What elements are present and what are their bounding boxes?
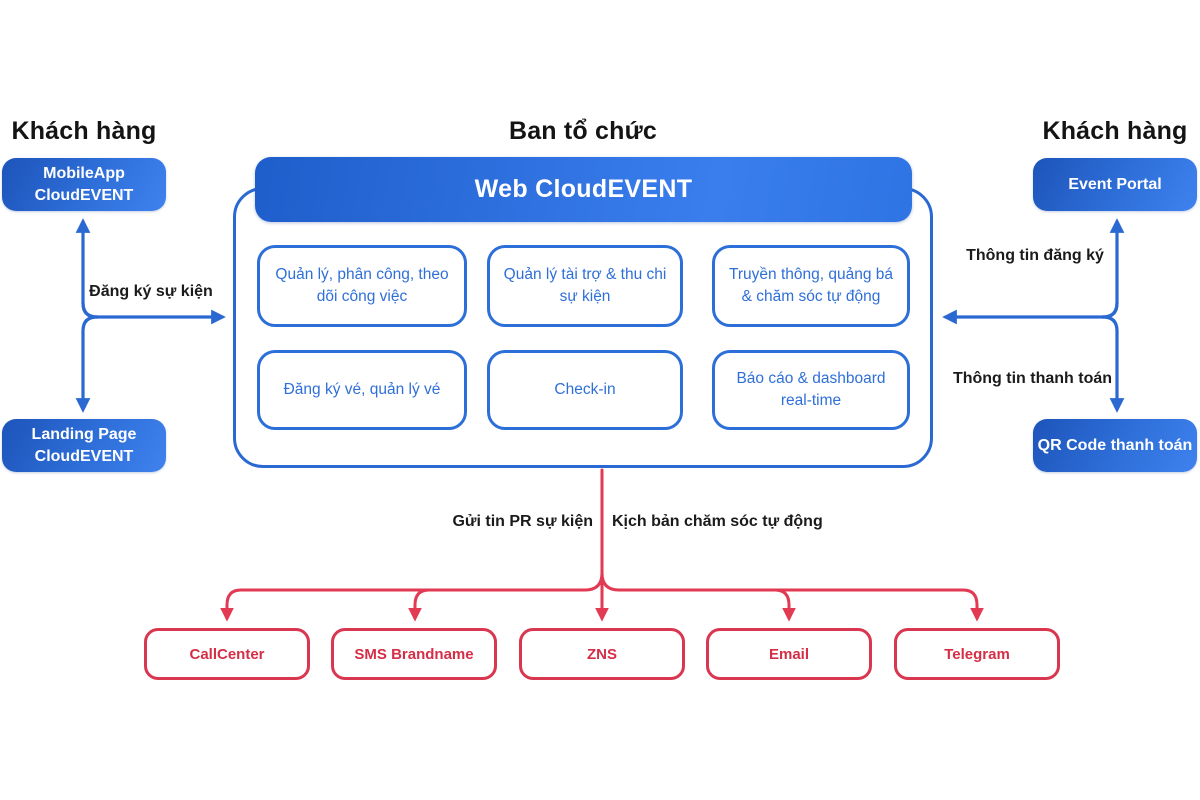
module-sponsor-finance: Quản lý tài trợ & thu chi sự kiện xyxy=(487,245,683,327)
edge-label-registration-info: Thông tin đăng ký xyxy=(966,247,1104,264)
arrow-to-qr-code xyxy=(1101,315,1125,413)
node-landing-page: Landing Page CloudEVENT xyxy=(2,419,166,472)
arrow-to-email xyxy=(773,588,796,622)
heading-customers-right: Khách hàng xyxy=(1042,117,1188,145)
node-web-cloudevent: Web CloudEVENT xyxy=(255,157,912,222)
node-mobile-app: MobileApp CloudEVENT xyxy=(2,158,166,211)
channel-callcenter: CallCenter xyxy=(144,628,310,680)
arrow-to-callcenter xyxy=(220,571,604,622)
edge-label-pr-message: Gửi tin PR sự kiện xyxy=(452,513,593,530)
arrow-to-mobile-app xyxy=(75,218,99,319)
module-communication: Truyền thông, quảng bá & chăm sóc tự độn… xyxy=(712,245,910,327)
channel-email: Email xyxy=(706,628,872,680)
arrow-to-platform-left xyxy=(81,301,226,325)
arrow-to-sms xyxy=(408,588,431,622)
heading-organizer: Ban tổ chức xyxy=(508,117,658,145)
arrow-to-telegram xyxy=(600,571,984,622)
channel-sms-brandname: SMS Brandname xyxy=(331,628,497,680)
edge-label-payment-info: Thông tin thanh toán xyxy=(952,370,1113,387)
module-task-management: Quản lý, phân công, theo dõi công việc xyxy=(257,245,467,327)
edge-label-register-event: Đăng ký sự kiện xyxy=(89,283,213,300)
channel-zns: ZNS xyxy=(519,628,685,680)
arrow-to-landing-page xyxy=(75,315,99,413)
module-checkin: Check-in xyxy=(487,350,683,430)
node-qr-code: QR Code thanh toán xyxy=(1033,419,1197,472)
arrow-to-platform-right xyxy=(942,301,1119,325)
edge-label-care-scenario: Kịch bản chăm sóc tự động xyxy=(612,513,823,530)
channel-telegram: Telegram xyxy=(894,628,1060,680)
module-ticketing: Đăng ký vé, quản lý vé xyxy=(257,350,467,430)
heading-customers-left: Khách hàng xyxy=(11,117,157,145)
node-event-portal: Event Portal xyxy=(1033,158,1197,211)
arrow-to-event-portal xyxy=(1101,218,1125,319)
module-reporting: Báo cáo & dashboard real-time xyxy=(712,350,910,430)
